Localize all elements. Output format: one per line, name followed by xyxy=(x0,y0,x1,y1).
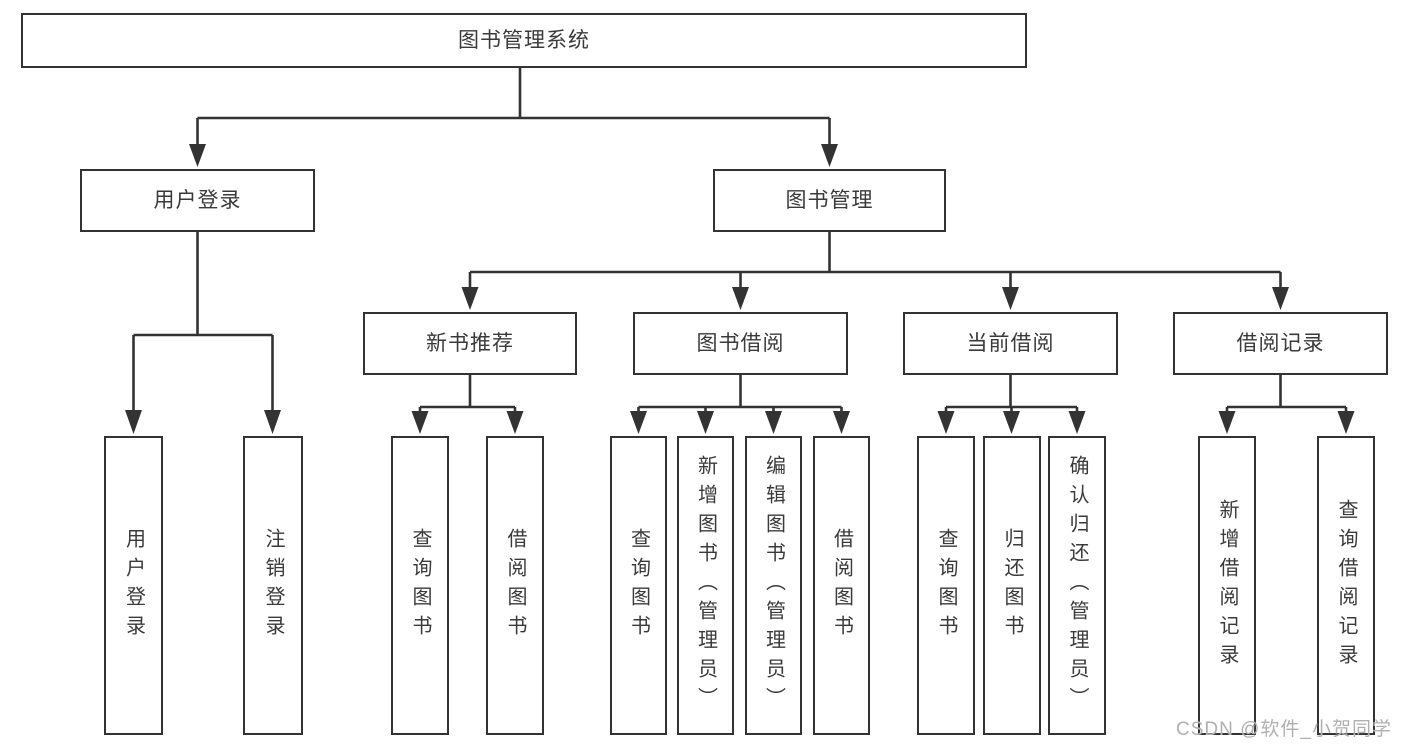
leaf-logout-login: 注销登录 xyxy=(243,436,303,735)
leaf-nbr-query-books-label: 查询图书 xyxy=(409,527,431,644)
leaf-nbr-query-books: 查询图书 xyxy=(391,436,449,735)
leaf-user-login: 用户登录 xyxy=(104,436,163,735)
leaf-cb-return-books: 归还图书 xyxy=(983,436,1041,735)
leaf-bb-borrow-books: 借阅图书 xyxy=(813,436,870,735)
leaf-bb-add-books-admin-label: 新增图书（管理员） xyxy=(694,455,717,716)
leaf-cb-return-books-label: 归还图书 xyxy=(1001,527,1023,644)
leaf-br-query-record-label: 查询借阅记录 xyxy=(1335,498,1357,673)
node-new-book-recommend: 新书推荐 xyxy=(363,312,577,375)
leaf-nbr-borrow-books: 借阅图书 xyxy=(486,436,544,735)
leaf-bb-query-books: 查询图书 xyxy=(610,436,667,735)
leaf-user-login-label: 用户登录 xyxy=(122,527,145,644)
node-book-borrowing: 图书借阅 xyxy=(633,312,848,375)
leaf-bb-edit-books-admin-label: 编辑图书（管理员） xyxy=(762,455,785,716)
leaf-br-add-record-label: 新增借阅记录 xyxy=(1216,498,1238,673)
leaf-cb-query-books: 查询图书 xyxy=(917,436,975,735)
leaf-nbr-borrow-books-label: 借阅图书 xyxy=(504,527,526,644)
node-book-management: 图书管理 xyxy=(713,169,946,232)
node-current-borrowing: 当前借阅 xyxy=(903,312,1118,375)
leaf-logout-login-label: 注销登录 xyxy=(262,527,284,644)
node-library-system: 图书管理系统 xyxy=(21,13,1027,68)
leaf-br-add-record: 新增借阅记录 xyxy=(1198,436,1256,735)
leaf-bb-edit-books-admin: 编辑图书（管理员） xyxy=(745,436,802,735)
leaf-cb-query-books-label: 查询图书 xyxy=(935,527,957,644)
leaf-cb-confirm-return-admin-label: 确认归还（管理员） xyxy=(1066,455,1088,716)
leaf-br-query-record: 查询借阅记录 xyxy=(1317,436,1375,735)
leaf-bb-add-books-admin: 新增图书（管理员） xyxy=(677,436,734,735)
node-borrowing-records: 借阅记录 xyxy=(1173,312,1388,375)
leaf-bb-borrow-books-label: 借阅图书 xyxy=(830,527,853,644)
csdn-watermark: CSDN @软件_小贺同学 xyxy=(1176,719,1392,740)
leaf-bb-query-books-label: 查询图书 xyxy=(627,527,650,644)
node-user-login: 用户登录 xyxy=(80,169,315,232)
leaf-cb-confirm-return-admin: 确认归还（管理员） xyxy=(1048,436,1106,735)
